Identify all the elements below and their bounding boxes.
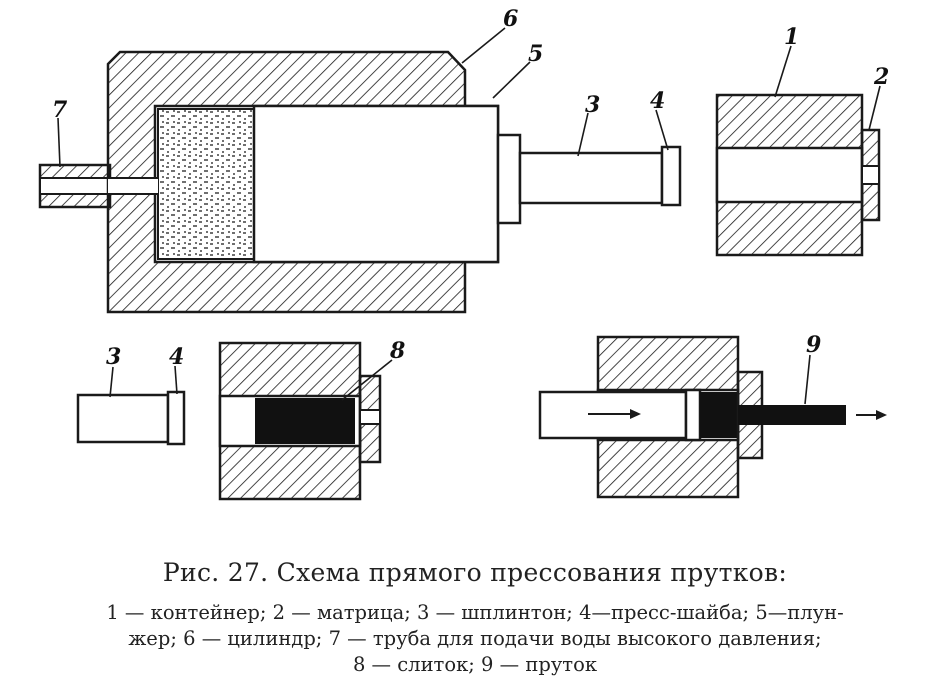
label-3-top: 3 [585,92,600,118]
container-group-top [715,93,881,257]
label-1: 1 [784,24,799,50]
plunger-collar [496,133,522,225]
legend-line-3: 8 — слиток; 9 — пруток [352,653,598,676]
ingot [255,398,355,444]
label-6: 6 [503,6,518,32]
container-group-middle [218,341,382,501]
leader-lines [57,27,881,405]
label-5: 5 [528,41,543,67]
legend-line-2: жер; 6 — цилиндр; 7 — труба для подачи в… [128,627,822,650]
press-washer-right [684,388,702,442]
extruded-rod [738,405,846,425]
label-8: 8 [389,338,405,364]
label-7: 7 [52,97,68,123]
ram-group-bottom [76,390,186,446]
label-4-top: 4 [650,88,665,114]
figure-caption: Рис. 27. Схема прямого прессования прутк… [162,558,788,587]
ingot-remnant [700,392,738,438]
press-washer [660,145,682,207]
ram [518,151,664,205]
cylinder-assembly [38,50,682,314]
figure-legend: 1 — контейнер; 2 — матрица; 3 — шплинтон… [0,600,950,678]
label-2: 2 [873,64,889,90]
container-group-right [538,335,887,499]
water-chamber [157,108,255,260]
plunger [252,104,500,264]
ram-bottom [76,393,170,444]
label-9: 9 [806,332,821,358]
label-3-bottom: 3 [106,344,121,370]
label-4-bottom: 4 [169,344,184,370]
legend-line-1: 1 — контейнер; 2 — матрица; 3 — шплинтон… [106,601,844,624]
press-washer-bottom [166,390,186,446]
pressing-scheme-diagram: 6 5 3 4 1 2 7 3 4 8 9 [38,6,889,501]
